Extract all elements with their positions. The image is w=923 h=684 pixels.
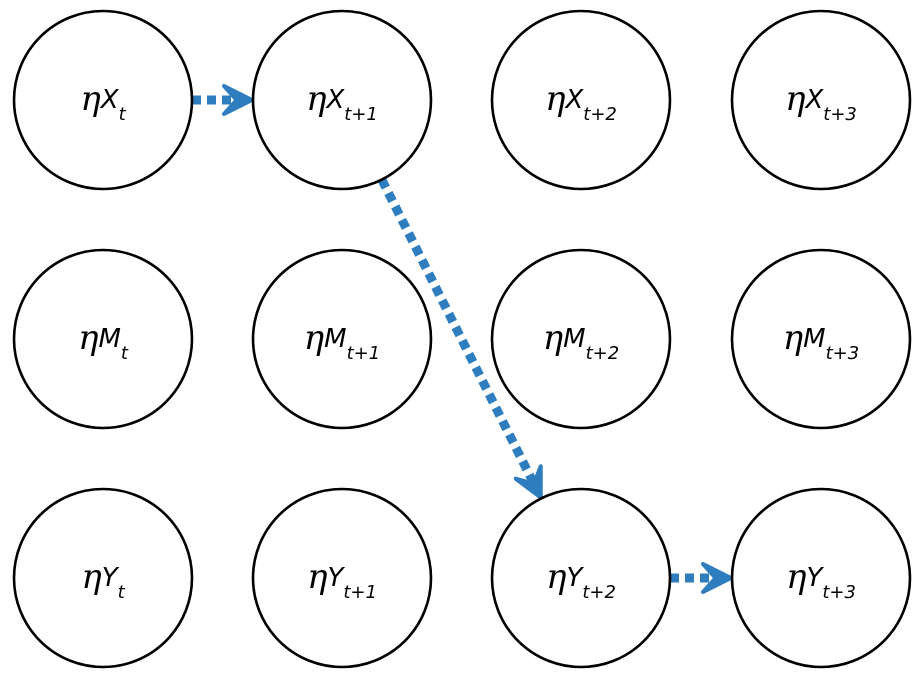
node-variable: Y xyxy=(566,563,584,593)
node-eta-m-tplus2: ηMt+2 xyxy=(490,248,672,430)
node-subscript: t+2 xyxy=(582,582,616,603)
node-label: ηYt+3 xyxy=(786,557,856,603)
node-symbol: η xyxy=(81,557,102,597)
edge-arrowhead xyxy=(701,562,733,594)
node-subscript: t+3 xyxy=(823,104,857,125)
node-circle xyxy=(12,248,194,430)
node-symbol: η xyxy=(543,318,564,358)
node-variable: M xyxy=(98,324,120,354)
node-label: ηMt+2 xyxy=(543,318,619,364)
edges-layer xyxy=(192,84,733,594)
node-eta-y-tplus1: ηYt+1 xyxy=(251,487,433,669)
node-subscript: t+1 xyxy=(344,104,378,125)
node-eta-m-tplus1: ηMt+1 xyxy=(251,248,433,430)
node-circle xyxy=(12,9,194,191)
node-symbol: η xyxy=(80,79,101,119)
node-variable: M xyxy=(324,324,346,354)
node-symbol: η xyxy=(306,79,327,119)
edge-line xyxy=(377,177,543,495)
node-symbol: η xyxy=(304,318,325,358)
node-circle xyxy=(251,487,433,669)
node-label: ηYt+1 xyxy=(307,557,377,603)
node-circle xyxy=(12,487,194,669)
node-variable: X xyxy=(324,85,345,115)
node-label: ηMt+1 xyxy=(304,318,380,364)
node-subscript: t+1 xyxy=(347,343,381,364)
node-symbol: η xyxy=(546,557,567,597)
node-label: ηXt+3 xyxy=(785,79,857,125)
node-eta-x-tplus3: ηXt+3 xyxy=(730,9,912,191)
node-eta-y-tplus3: ηYt+3 xyxy=(730,487,912,669)
node-variable: M xyxy=(803,324,825,354)
edge-xt-to-xt1 xyxy=(192,84,254,116)
node-eta-m-t: ηMt xyxy=(12,248,194,430)
node-subscript: t+3 xyxy=(822,582,856,603)
node-label: ηYt xyxy=(81,557,125,603)
node-eta-y-t: ηYt xyxy=(12,487,194,669)
edge-yt2-to-yt3 xyxy=(670,562,733,594)
node-variable: Y xyxy=(806,563,824,593)
node-subscript: t xyxy=(121,343,129,364)
node-eta-x-tplus1: ηXt+1 xyxy=(251,9,433,191)
node-circle xyxy=(490,487,672,669)
node-label: ηXt+2 xyxy=(545,79,617,125)
node-symbol: η xyxy=(307,557,328,597)
node-subscript: t+3 xyxy=(826,343,860,364)
node-subscript: t+2 xyxy=(586,343,620,364)
node-circle xyxy=(730,487,912,669)
node-variable: M xyxy=(563,324,585,354)
node-label: ηXt xyxy=(80,79,126,125)
node-symbol: η xyxy=(78,318,99,358)
node-symbol: η xyxy=(545,79,566,119)
node-symbol: η xyxy=(786,557,807,597)
node-circle xyxy=(490,9,672,191)
node-symbol: η xyxy=(783,318,804,358)
node-variable: Y xyxy=(102,563,120,593)
node-subscript: t+1 xyxy=(343,582,377,603)
edge-arrowhead xyxy=(513,464,543,500)
node-circle xyxy=(251,248,433,430)
node-variable: X xyxy=(803,85,824,115)
node-label: ηMt+3 xyxy=(783,318,859,364)
edge-xt1-to-yt2 xyxy=(377,177,543,500)
node-variable: X xyxy=(563,85,584,115)
node-subscript: t+2 xyxy=(583,104,617,125)
node-circle xyxy=(730,9,912,191)
node-label: ηMt xyxy=(78,318,129,364)
node-variable: X xyxy=(99,85,120,115)
node-circle xyxy=(730,248,912,430)
node-subscript: t xyxy=(119,104,127,125)
node-eta-x-tplus2: ηXt+2 xyxy=(490,9,672,191)
node-circle xyxy=(251,9,433,191)
edge-arrowhead xyxy=(222,84,254,116)
node-label: ηXt+1 xyxy=(306,79,378,125)
node-subscript: t xyxy=(118,582,126,603)
node-variable: Y xyxy=(327,563,345,593)
node-label: ηYt+2 xyxy=(546,557,616,603)
node-eta-y-tplus2: ηYt+2 xyxy=(490,487,672,669)
node-symbol: η xyxy=(785,79,806,119)
node-eta-x-t: ηXt xyxy=(12,9,194,191)
node-eta-m-tplus3: ηMt+3 xyxy=(730,248,912,430)
node-circle xyxy=(490,248,672,430)
